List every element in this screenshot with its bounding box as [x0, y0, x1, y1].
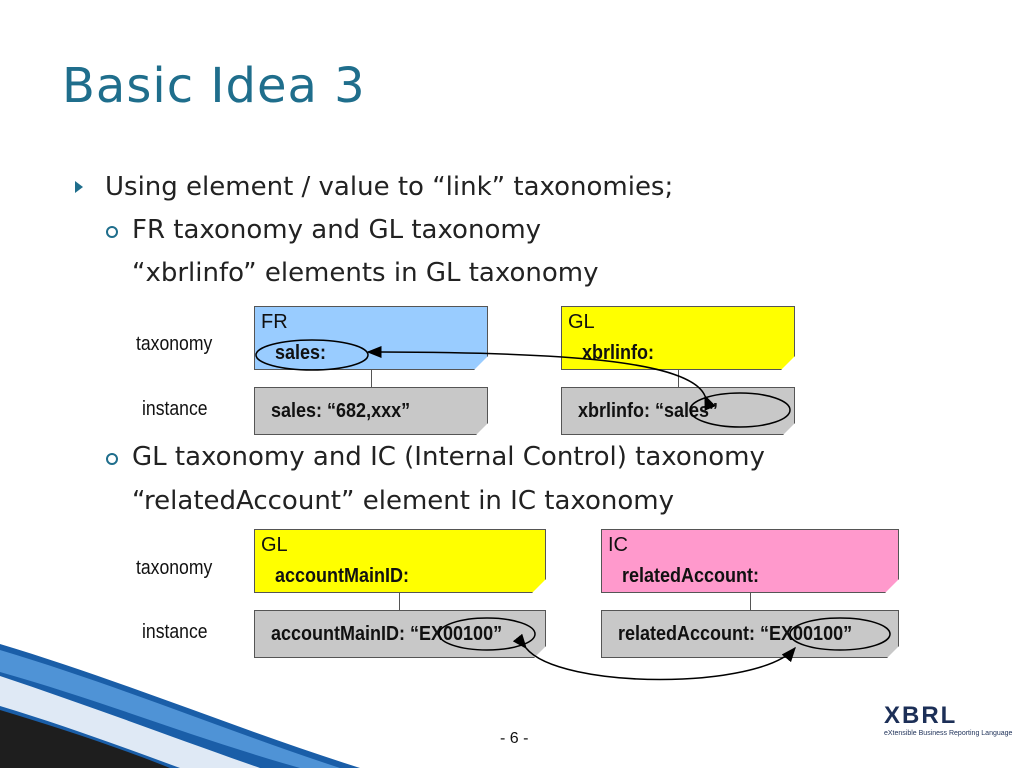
xbrl-logo: XBRL eXtensible Business Reporting Langu…: [870, 700, 1012, 744]
fr-box-header: FR: [261, 311, 288, 333]
highlight-ellipse: [789, 617, 891, 651]
bullet-main-text: Using element / value to “link” taxonomi…: [105, 172, 674, 202]
xbrl-logo-tagline: eXtensible Business Reporting Language: [884, 730, 1013, 737]
row-label-taxonomy: taxonomy: [136, 557, 213, 579]
fr-sales-element: sales:: [275, 342, 327, 364]
sub-bullet-2-text: GL taxonomy and IC (Internal Control) ta…: [132, 442, 765, 472]
ic-box-header: IC: [608, 534, 628, 556]
bullet-arrow-icon: [75, 181, 83, 193]
highlight-ellipse: [689, 392, 791, 428]
sub-bullet-2-line2: “relatedAccount” element in IC taxonomy: [132, 486, 674, 516]
ic-relatedaccount-element: relatedAccount:: [622, 565, 760, 587]
gl-accountmainid-element: accountMainID:: [275, 565, 410, 587]
connector-line: [750, 593, 751, 610]
slide-title: Basic Idea 3: [62, 58, 366, 114]
gl-taxonomy-box-2: GL accountMainID:: [254, 529, 546, 593]
sub-bullet-dot-icon: [106, 226, 118, 238]
ic-taxonomy-box: IC relatedAccount:: [601, 529, 899, 593]
row-label-taxonomy: taxonomy: [136, 333, 213, 355]
sub-bullet-1-line2: “xbrlinfo” elements in GL taxonomy: [132, 258, 599, 288]
gl-instance-value-2: accountMainID: “EX00100”: [271, 623, 503, 645]
link-arrow-sales: [366, 346, 716, 411]
highlight-ellipse: [438, 617, 536, 651]
highlight-ellipse: [255, 339, 369, 371]
page-number: - 6 -: [500, 730, 529, 747]
gl-instance-box-2: accountMainID: “EX00100”: [254, 610, 546, 658]
sub-bullet-dot-icon: [106, 453, 118, 465]
sub-bullet-1: FR taxonomy and GL taxonomy: [106, 215, 542, 245]
connector-line: [399, 593, 400, 610]
row-label-instance: instance: [142, 398, 208, 420]
row-label-instance: instance: [142, 621, 208, 643]
gl-box-header: GL: [568, 311, 595, 333]
gl-box-header-2: GL: [261, 534, 288, 556]
sub-bullet-1-text: FR taxonomy and GL taxonomy: [132, 215, 542, 245]
link-arrow-ex00100: [512, 633, 796, 681]
xbrl-logo-name: XBRL: [884, 702, 958, 729]
sub-bullet-2: GL taxonomy and IC (Internal Control) ta…: [106, 442, 765, 472]
decorative-swoosh: [0, 644, 360, 768]
